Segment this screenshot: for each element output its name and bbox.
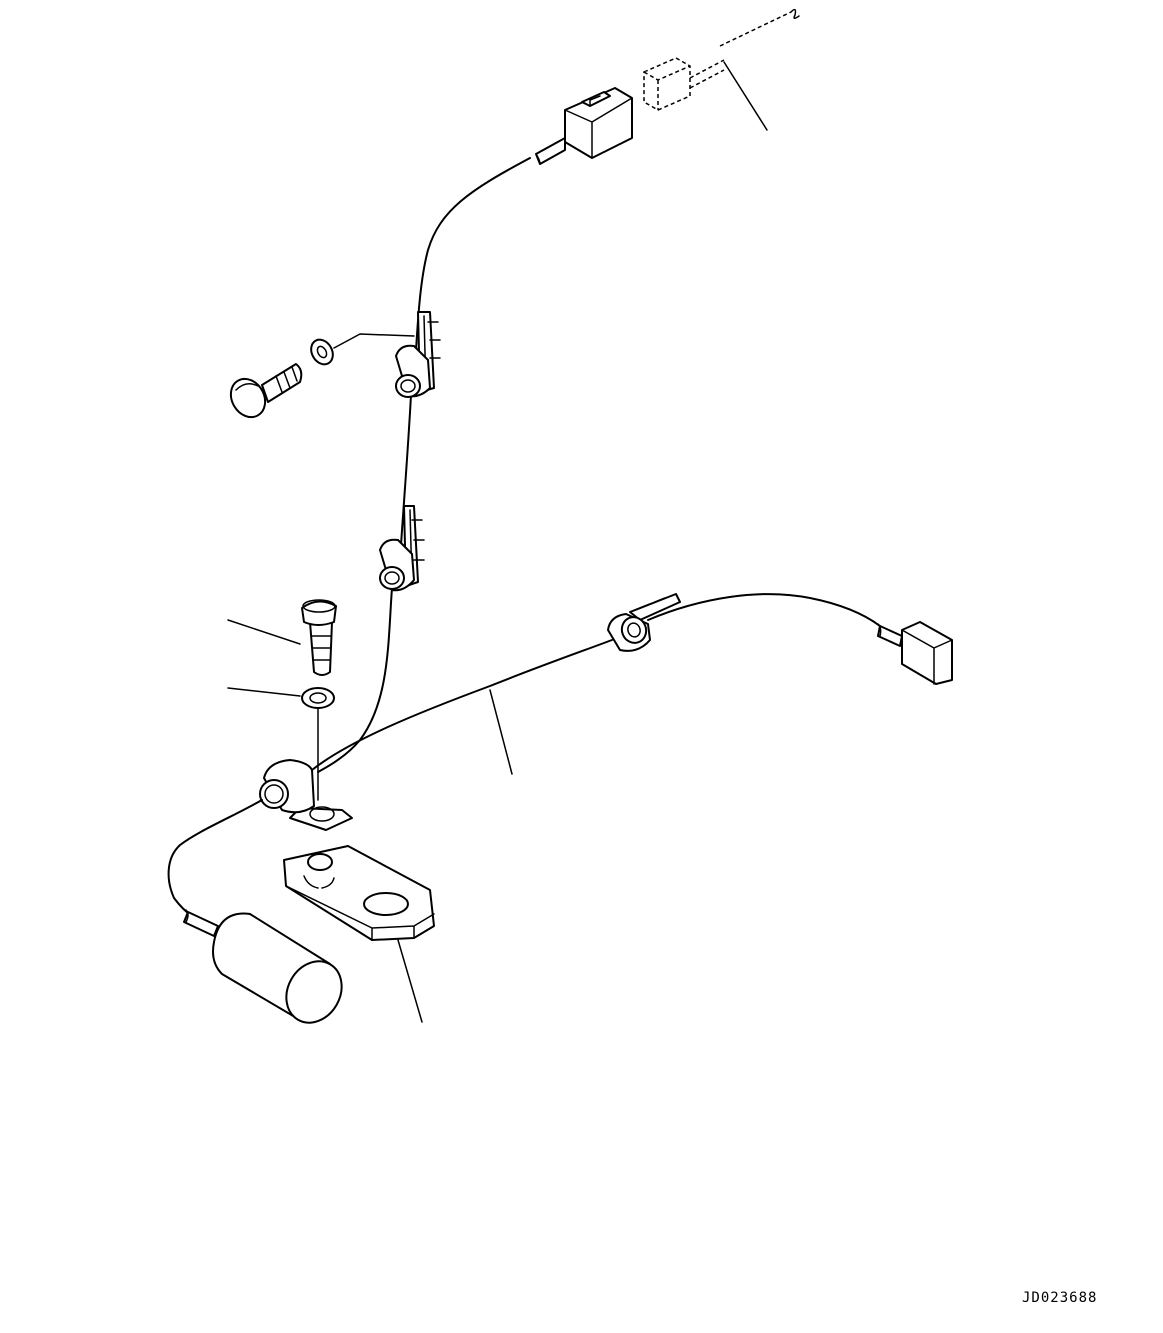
base-clamp [259,759,353,831]
leader-line-top [723,61,768,131]
harness-wire-main [311,639,613,771]
upper-washer [310,338,334,366]
harness-wire-to-base [317,587,393,773]
mating-connector-dashed [643,8,800,111]
leader-line-washer-upper [333,333,415,349]
leader-line-bolt-lower [227,619,301,645]
lower-bolt [301,599,337,676]
upper-clip [395,311,441,398]
leader-line-washer-lower [227,687,301,697]
sensor-wire [167,799,263,917]
drawing-number: JD023688 [1022,1290,1097,1306]
sensor-body [183,909,343,1024]
leader-line-harness [489,689,513,775]
harness-wire-upper-lower [400,394,412,546]
upper-bolt [229,363,303,419]
right-clip [607,593,681,652]
right-connector [877,621,953,685]
harness-wire-right [647,593,881,627]
upper-connector [535,87,633,165]
leader-line-bracket [397,939,423,1023]
middle-clip [379,505,425,592]
harness-wire-upper [415,157,531,351]
lower-washer [301,687,335,709]
bracket-plate [283,845,435,941]
